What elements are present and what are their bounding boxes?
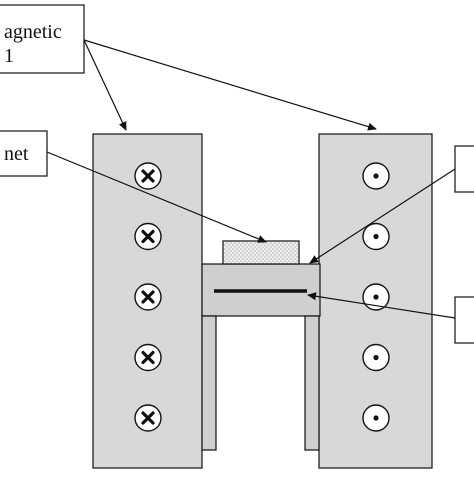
dot-in-circle-icon: [362, 162, 390, 190]
leader-bracket: [309, 168, 456, 264]
cross-in-circle-icon: [134, 283, 162, 311]
coil-label-box: [0, 4, 85, 74]
cross-in-circle-icon: [134, 404, 162, 432]
leader-coil-left: [83, 39, 127, 131]
cross-in-circle-icon: [134, 343, 162, 372]
cross-in-circle-icon: [134, 222, 162, 251]
leader-coil-right: [83, 39, 377, 131]
dot-in-circle-icon: [362, 222, 390, 251]
cross-in-circle-icon: [134, 162, 162, 190]
dot-in-circle-icon: [362, 343, 390, 372]
coil-label-line2: 1: [4, 45, 14, 67]
bracket-right-leg: [304, 315, 320, 451]
magnet: [222, 240, 300, 265]
coil-label-line1: agnetic: [4, 21, 62, 43]
magnet-label: net: [4, 143, 29, 165]
dot-in-circle-icon: [362, 283, 390, 311]
bracket-left-leg: [201, 315, 217, 451]
left-coil-symbols: [134, 162, 162, 432]
right-label-box-top: [454, 145, 474, 193]
right-coil-symbols: [362, 162, 390, 432]
leader-magnet: [46, 151, 267, 243]
magnet-label-box: [0, 130, 48, 177]
dot-in-circle-icon: [362, 404, 390, 432]
right-label-box-bottom: [454, 296, 474, 344]
leader-sheet: [307, 292, 456, 319]
